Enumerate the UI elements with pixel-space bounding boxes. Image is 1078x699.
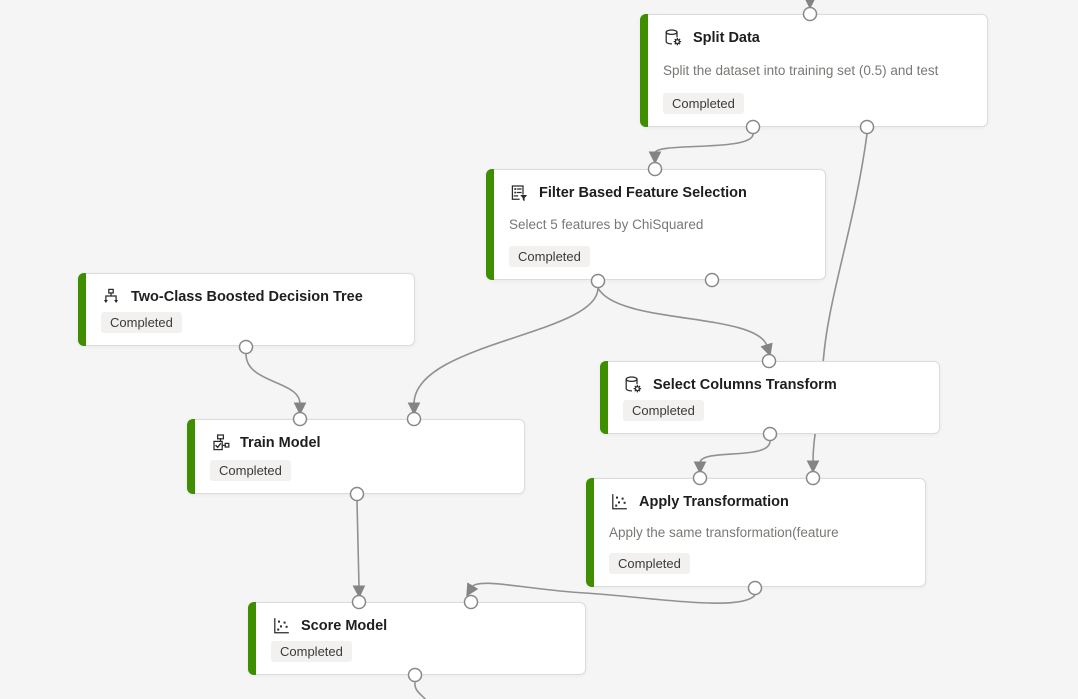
scatter-plot-icon: [609, 492, 629, 512]
edge-select-columns-to-apply-transformation[interactable]: [693, 440, 771, 475]
node-title: Select Columns Transform: [653, 377, 837, 393]
status-badge: Completed: [210, 460, 291, 481]
split-data-input-port[interactable]: [802, 6, 818, 22]
score-model-input-port-2[interactable]: [463, 594, 479, 610]
edge-score-model-outgoing[interactable]: [414, 681, 427, 699]
pipeline-node-apply-transformation[interactable]: Apply Transformation Apply the same tran…: [586, 478, 926, 587]
status-accent-bar: [248, 602, 256, 675]
edge-two-class-to-train-model[interactable]: [245, 353, 307, 416]
train-model-input-port-2[interactable]: [406, 411, 422, 427]
list-filter-icon: [509, 183, 529, 203]
status-accent-bar: [600, 361, 608, 434]
status-badge: Completed: [623, 400, 704, 421]
decision-tree-icon: [101, 287, 121, 307]
edge-filter-to-train-model[interactable]: [407, 287, 599, 416]
pipeline-node-split-data[interactable]: Split Data Split the dataset into traini…: [640, 14, 988, 127]
apply-transformation-output-port[interactable]: [747, 580, 763, 596]
node-description: Apply the same transformation(feature: [609, 525, 839, 540]
database-gear-icon: [663, 28, 683, 48]
train-model-icon: [210, 433, 230, 453]
node-title: Train Model: [240, 435, 321, 451]
filter-output-port-2[interactable]: [704, 272, 720, 288]
node-description: Split the dataset into training set (0.5…: [663, 63, 939, 78]
status-accent-bar: [640, 14, 648, 127]
apply-transformation-input-port-1[interactable]: [692, 470, 708, 486]
filter-output-port-1[interactable]: [590, 273, 606, 289]
score-model-input-port-1[interactable]: [351, 594, 367, 610]
train-model-output-port[interactable]: [349, 486, 365, 502]
filter-input-port[interactable]: [647, 161, 663, 177]
status-accent-bar: [586, 478, 594, 587]
status-badge: Completed: [509, 246, 590, 267]
scatter-plot-icon: [271, 616, 291, 636]
status-badge: Completed: [663, 93, 744, 114]
status-accent-bar: [187, 419, 195, 494]
status-badge: Completed: [271, 641, 352, 662]
train-model-input-port-1[interactable]: [292, 411, 308, 427]
edge-apply-transformation-to-score-model[interactable]: [466, 582, 756, 604]
node-title: Score Model: [301, 618, 388, 634]
edge-filter-to-select-columns[interactable]: [597, 287, 773, 357]
status-badge: Completed: [101, 312, 182, 333]
pipeline-node-score-model[interactable]: Score Model Completed: [248, 602, 586, 675]
edge-train-model-to-score-model[interactable]: [352, 500, 366, 599]
pipeline-node-train-model[interactable]: Train Model Completed: [187, 419, 525, 494]
apply-transformation-input-port-2[interactable]: [805, 470, 821, 486]
database-gear-icon: [623, 375, 643, 395]
pipeline-node-two-class-boosted-decision-tree[interactable]: Two-Class Boosted Decision Tree Complete…: [78, 273, 415, 346]
split-data-output-port-1[interactable]: [745, 119, 761, 135]
node-title: Split Data: [693, 30, 760, 46]
node-description: Select 5 features by ChiSquared: [509, 217, 704, 232]
node-title: Filter Based Feature Selection: [539, 185, 747, 201]
score-model-output-port[interactable]: [407, 667, 423, 683]
node-title: Apply Transformation: [639, 494, 789, 510]
status-accent-bar: [486, 169, 494, 280]
two-class-output-port[interactable]: [238, 339, 254, 355]
pipeline-node-filter-based-feature-selection[interactable]: Filter Based Feature Selection Select 5 …: [486, 169, 826, 280]
pipeline-node-select-columns-transform[interactable]: Select Columns Transform Completed: [600, 361, 940, 434]
split-data-output-port-2[interactable]: [859, 119, 875, 135]
select-columns-output-port[interactable]: [762, 426, 778, 442]
node-title: Two-Class Boosted Decision Tree: [131, 289, 363, 305]
edge-split-data-to-filter[interactable]: [648, 133, 754, 165]
select-columns-input-port[interactable]: [761, 353, 777, 369]
status-accent-bar: [78, 273, 86, 346]
status-badge: Completed: [609, 553, 690, 574]
